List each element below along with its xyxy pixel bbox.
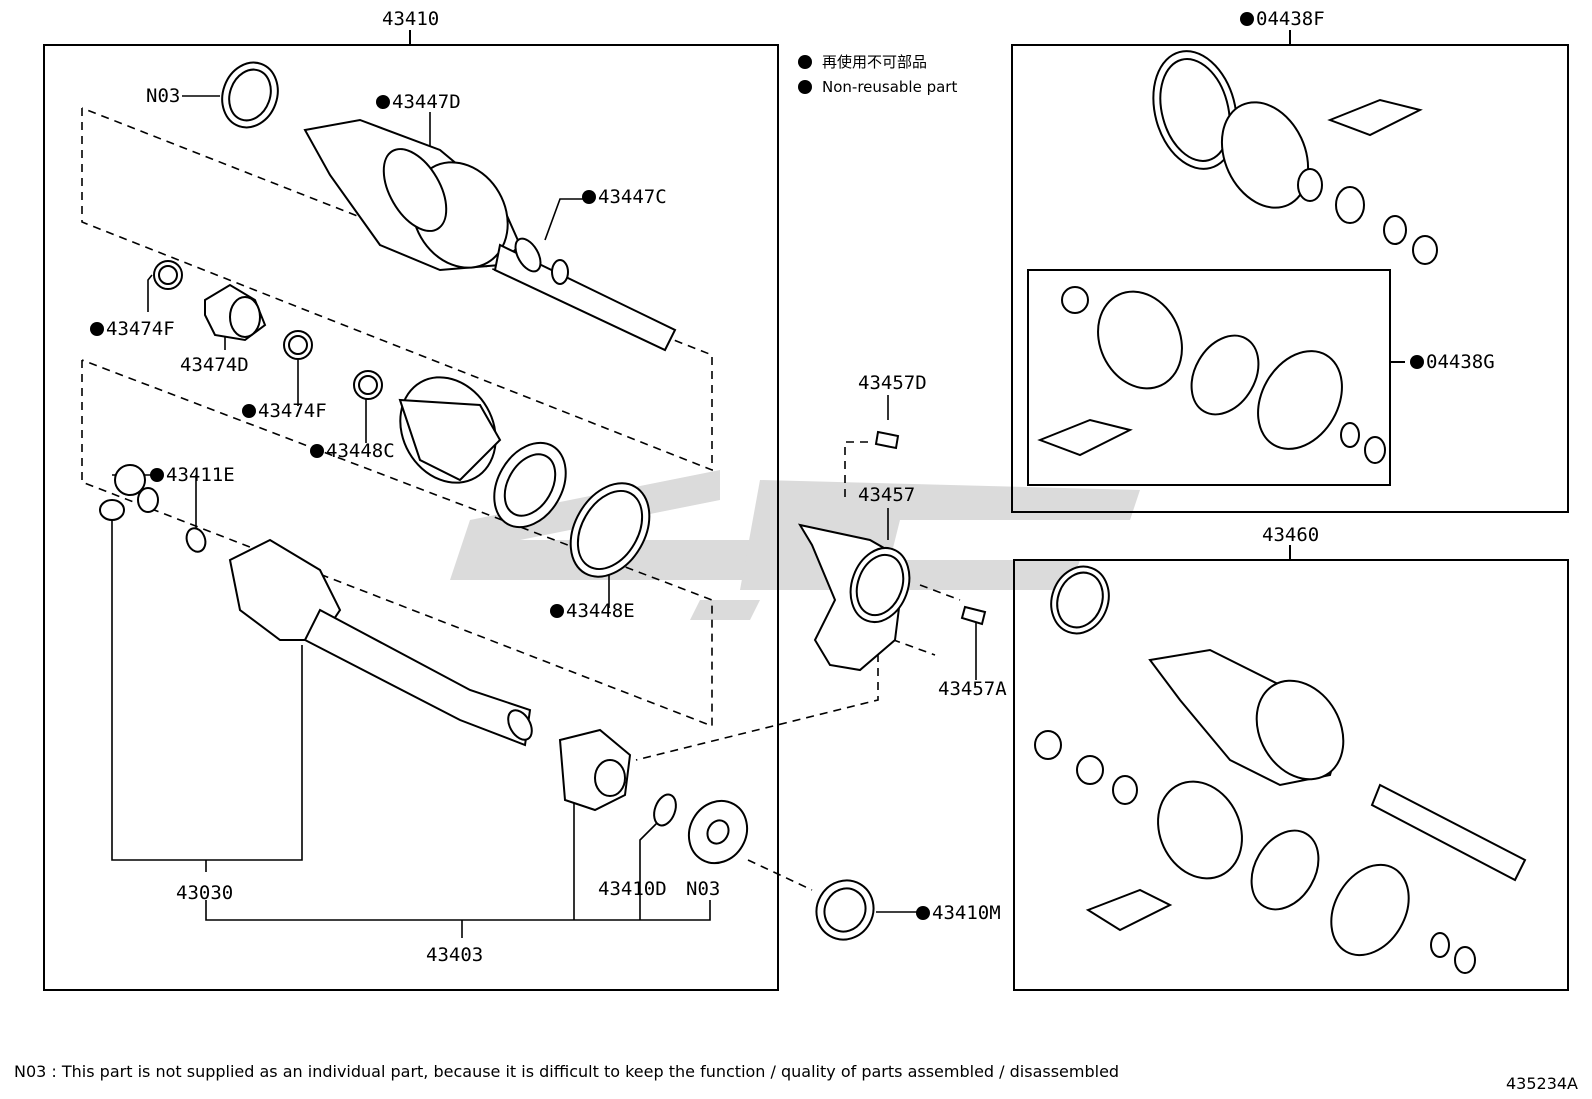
label-43448C: 43448C xyxy=(310,440,395,462)
label-43457: 43457 xyxy=(858,484,916,506)
bullet-icon xyxy=(798,80,812,94)
figure-number: 435234A xyxy=(1505,1074,1578,1093)
bullet-icon xyxy=(310,444,324,458)
label-04438G: 04438G xyxy=(1410,351,1495,373)
footnote: N03 : This part is not supplied as an in… xyxy=(14,1062,1120,1081)
label-43457A: 43457A xyxy=(938,678,1007,700)
label-43460: 43460 xyxy=(1262,524,1320,546)
legend-english-text: Non-reusable part xyxy=(822,78,958,96)
legend-japanese: 再使用不可部品 xyxy=(798,53,927,71)
bullet-icon xyxy=(798,55,812,69)
label-43410: 43410 xyxy=(382,8,440,30)
label-43410D: 43410D xyxy=(598,878,667,900)
label-43403: 43403 xyxy=(426,944,484,966)
bullet-icon xyxy=(376,95,390,109)
label-43474F-b: 43474F xyxy=(242,400,327,422)
legend-english: Non-reusable part xyxy=(798,78,957,96)
label-43410M: 43410M xyxy=(916,902,1001,924)
label-43474D: 43474D xyxy=(180,354,249,376)
label-43447D: 43447D xyxy=(376,91,461,113)
bullet-icon xyxy=(150,468,164,482)
label-n03-bottom: N03 xyxy=(686,878,721,900)
bullet-icon xyxy=(1410,355,1424,369)
legend-japanese-text: 再使用不可部品 xyxy=(822,53,928,71)
bullet-icon xyxy=(90,322,104,336)
label-04438F: 04438F xyxy=(1240,8,1325,30)
label-43474F-a: 43474F xyxy=(90,318,175,340)
bullet-icon xyxy=(550,604,564,618)
label-43030: 43030 xyxy=(176,882,234,904)
bullet-icon xyxy=(242,404,256,418)
label-43448E: 43448E xyxy=(550,600,635,622)
label-43457D: 43457D xyxy=(858,372,927,394)
bullet-icon xyxy=(916,906,930,920)
bullet-icon xyxy=(1240,12,1254,26)
label-43411E: 43411E xyxy=(150,464,235,486)
label-43447C: 43447C xyxy=(582,186,667,208)
label-n03-top: N03 xyxy=(146,85,181,107)
group-box-04438G xyxy=(1027,269,1391,486)
bullet-icon xyxy=(582,190,596,204)
